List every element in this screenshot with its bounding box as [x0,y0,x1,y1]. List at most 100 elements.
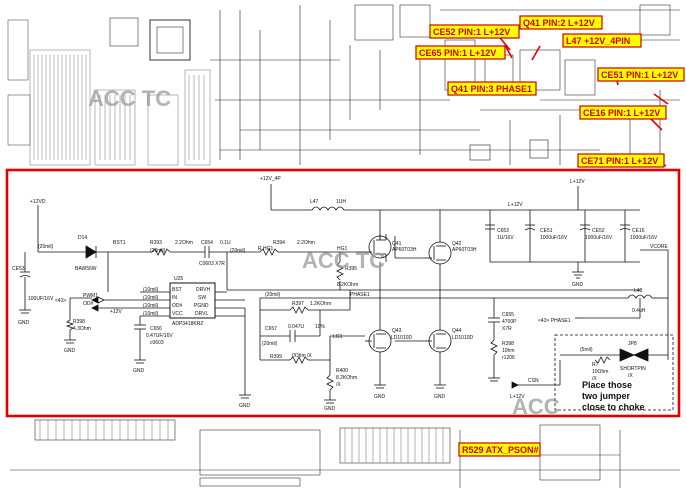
part-c656: C656 [150,326,162,332]
note-line-2: two jumper [582,391,630,401]
watermark-bottom: ACC [512,394,560,419]
part-r400: R400 [336,368,348,374]
part-l47-value: 1UH [336,199,346,205]
part-ce53-value: 100UF/16V [28,296,54,302]
mil-10-c: (10mil) [143,303,159,309]
tag-ce16: CE16 PIN:1 L+12V [579,105,667,120]
part-ce52: CE52 [592,228,605,234]
background-schematic-bottom [10,419,680,488]
mil-20-a: (20mil) [38,244,54,250]
watermark-middle: ACC TC [302,248,385,273]
part-jp8-option: /X [628,373,633,379]
part-c654: C654 [201,240,213,246]
part-r400-value: 8.2KOhm [336,375,357,381]
part-u25-value: ADP3418KRZ [172,321,203,327]
part-q43: Q43 [392,328,402,334]
part-r400-option: /X [336,382,341,388]
u25-pin-od: OD# [172,303,183,309]
part-l48: L48 [634,288,643,294]
part-q42-value: AP60T03H [452,247,477,253]
tag-ce52: CE52 PIN:1 L+12V [429,24,520,39]
net-lg1: LG1 [333,334,343,340]
part-r398-value: 4.3Ohm [73,326,91,332]
net-hg1: HG1 [337,246,348,252]
mil-5: (5mil) [580,347,593,353]
part-c657: C657 [265,326,277,332]
part-u25: U25 [174,276,183,282]
svg-text:CE51 PIN:1 L+12V: CE51 PIN:1 L+12V [601,70,678,80]
part-r7-value: 10Ohm [592,369,608,375]
schematic-labels: +12V_4P L+12V L+12V +12VD L47 1UH VCORE … [12,176,668,412]
note-line-1: Place those [582,380,632,390]
part-q42: Q42 [452,241,462,247]
net-gnd-7: GND [374,394,386,400]
u25-pin-drvh: DRVH [196,287,210,293]
svg-text:R529 ATX_PSON#: R529 ATX_PSON# [462,445,539,455]
part-r399: R399 [270,354,282,360]
part-r398b-package: r1206 [502,355,515,361]
net-gnd-8: GND [434,394,446,400]
net-ref-43: <43> [55,298,66,304]
net-phase1: PHASE1 [350,292,370,298]
net-od: OD# [83,301,94,307]
net-12v-4p: +12V_4P [260,176,281,182]
part-r398b-value: 10hm [502,348,515,354]
part-l47: L47 [310,199,319,205]
part-r7-option: /X [592,376,597,382]
net-gnd-3: GND [64,348,76,354]
part-jp8: JP8 [628,341,637,347]
mil-20-c: (20mil) [230,248,246,254]
u25-pin-sw: SW [198,295,206,301]
part-r393-value: 2.2Ohm [175,240,193,246]
u25-pin-vcc: VCC [172,311,183,317]
part-r393: R393 [150,240,162,246]
part-r394-value: 2.2Ohm [297,240,315,246]
net-gnd-2: GND [18,320,30,326]
net-l12v-bottom: L+12V [510,394,525,400]
part-d14-value: BAW56W [75,266,97,272]
u25-pin-bst: BST [172,287,182,293]
net-l12v-top: L+12V [570,179,585,185]
svg-text:Q41 PIN:2 L+12V: Q41 PIN:2 L+12V [523,18,595,28]
net-phase1-output: <43> PHASE1 [538,318,571,324]
part-q43-value: LD1010D [391,335,413,341]
svg-text:Q41 PIN:3 PHASE1: Q41 PIN:3 PHASE1 [451,84,532,94]
part-ce53: CE53 [12,266,25,272]
net-pwm1: PWM1 [83,293,98,299]
svg-text:L47 +12V_4PIN: L47 +12V_4PIN [566,36,630,46]
part-c655: C655 [502,312,514,318]
watermark-top: ACC TC [88,86,171,111]
tag-r529: R529 ATX_PSON# [458,442,541,457]
part-ce16-value: 1000uF/16V [630,235,658,241]
part-r399-value: 0Ohm /X [292,353,312,359]
part-c656-value: 0.47UF/16V [146,333,173,339]
part-r398b: R398 [502,341,514,347]
part-c653-value: 1U/16V [497,235,514,241]
part-jp8-value: SHORTPIN [620,366,646,372]
mil-20-d: (20mil) [265,292,281,298]
tag-ce51: CE51 PIN:1 L+12V [597,67,685,82]
part-d14: D14 [78,235,87,241]
part-q41: Q41 [392,241,402,247]
mil-20-b: (20mil) [150,248,166,254]
part-ce52-value: 1000uF/16V [585,235,613,241]
part-c655-value: 4700P [502,319,517,325]
part-c654-value: 0.1U [220,240,231,246]
net-gnd-5: GND [239,403,251,409]
net-plus-12v: +12V [110,309,122,315]
part-q44-value: LD1010D [452,335,474,341]
net-l12v-bus: L+12V [508,202,523,208]
part-r395-value: 8.2KOhm [337,282,358,288]
svg-text:CE16 PIN:1 L+12V: CE16 PIN:1 L+12V [583,108,660,118]
mil-10-a: (10mil) [143,287,159,293]
mil-10-b: (10mil) [143,295,159,301]
part-c655-dielectric: X7R [502,326,512,332]
net-vcore: VCORE [650,244,668,250]
net-gnd-4: GND [133,368,145,374]
net-gnd-1: GND [572,282,584,288]
net-csn: CSN [528,378,539,384]
part-ce51: CE51 [540,228,553,234]
part-r398: R398 [73,319,85,325]
part-q44: Q44 [452,328,462,334]
u25-pin-in: IN [172,295,177,301]
